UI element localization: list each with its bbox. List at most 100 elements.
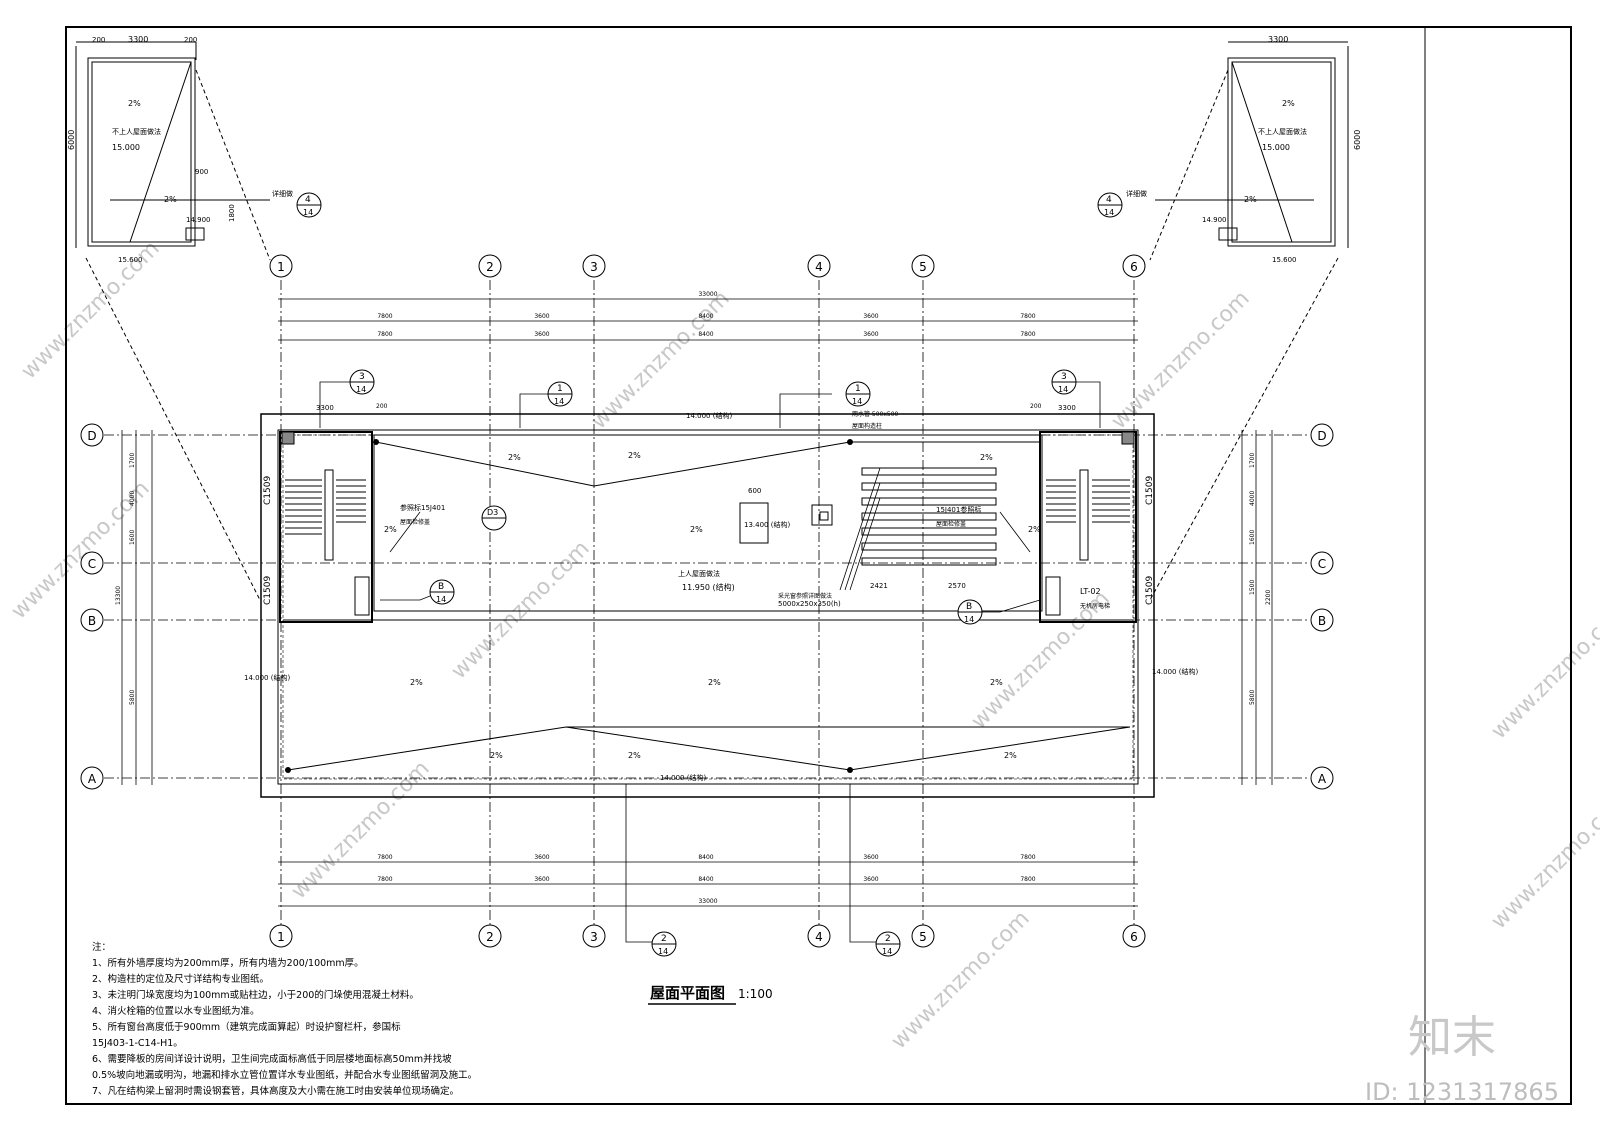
small-dim: 2570	[948, 582, 966, 590]
svg-text:1: 1	[277, 260, 285, 274]
svg-text:33000: 33000	[698, 291, 717, 298]
level-label: 14.900	[186, 216, 211, 224]
svg-text:3: 3	[359, 372, 365, 382]
svg-text:B: B	[438, 582, 444, 592]
callout-detail-2-b: 2 14	[875, 931, 901, 957]
column-axis-bubbles	[269, 254, 1146, 948]
note-line: 5、所有窗台高度低于900mm（建筑完成面算起）时设护窗栏杆，参国标	[92, 1021, 401, 1033]
svg-text:14: 14	[554, 397, 564, 406]
svg-text:2%: 2%	[628, 751, 641, 760]
svg-text:7800: 7800	[1020, 854, 1035, 861]
roof-edge-level-top: 14.000 (结构)	[686, 411, 732, 420]
svg-text:A: A	[1318, 772, 1327, 786]
svg-text:7800: 7800	[1020, 331, 1035, 338]
top-dimension-lines	[278, 298, 1138, 341]
svg-text:4: 4	[1106, 195, 1112, 205]
callout-label: 详细做	[1126, 189, 1147, 198]
level-label: 15.000	[1262, 143, 1290, 152]
svg-text:14: 14	[1058, 385, 1068, 394]
general-notes: 注： 1、所有外墙厚度均为200mm厚，所有内墙为200/100mm厚。 2、构…	[92, 941, 477, 1097]
small-dim: 3300	[128, 35, 148, 44]
svg-text:3600: 3600	[863, 876, 878, 883]
small-dim: 200	[92, 36, 105, 44]
window-label-right: C1509	[1145, 576, 1155, 605]
small-dim: 6000	[1353, 130, 1362, 150]
bottom-dimension-lines	[278, 861, 1138, 907]
svg-text:5: 5	[919, 930, 927, 944]
slope-label: 2%	[1282, 99, 1295, 108]
svg-text:D3: D3	[487, 508, 498, 517]
svg-text:2%: 2%	[708, 678, 721, 687]
window-label-right: C1509	[1145, 476, 1155, 505]
watermark-text: www.znzmo.com	[887, 906, 1035, 1054]
callout-detail-1-a: 1 14	[547, 381, 573, 407]
svg-text:14: 14	[852, 397, 862, 406]
svg-text:1: 1	[855, 384, 861, 394]
roof-hatch	[739, 502, 833, 544]
column-axis-labels: 11 22 33 44 55 66	[277, 260, 1138, 944]
svg-text:2200: 2200	[1265, 590, 1272, 605]
side-dimension-lines	[121, 430, 1273, 785]
axis-bubble-2	[478, 254, 502, 948]
small-dim: 200	[1030, 403, 1042, 410]
svg-text:C: C	[1318, 557, 1326, 571]
svg-text:14: 14	[303, 208, 313, 217]
grid-lines	[104, 280, 1310, 930]
callout-detail-3-b: 3 14	[1051, 369, 1077, 395]
svg-text:1700: 1700	[129, 453, 136, 468]
watermark-text: www.znzmo.com	[1107, 286, 1255, 434]
callout-label: 详细做	[272, 189, 293, 198]
svg-text:4000: 4000	[129, 491, 136, 506]
roof-type-label: 不上人屋面做法	[1258, 127, 1307, 136]
svg-text:2%: 2%	[1028, 525, 1041, 534]
svg-text:2: 2	[486, 260, 494, 274]
skylight-strips	[861, 467, 997, 566]
roof-outline	[260, 413, 1155, 798]
note-line: 6、需要降板的房间详设计说明，卫生间完成面标高低于同层楼地面标高50mm并找坡	[92, 1053, 452, 1065]
note-line: 4、消火栓箱的位置以水专业图纸为准。	[92, 1005, 260, 1017]
sheet-frame	[65, 26, 1572, 1105]
svg-text:2%: 2%	[410, 678, 423, 687]
svg-text:3600: 3600	[863, 313, 878, 320]
note-line: 2、构造柱的定位及尺寸详结构专业图纸。	[92, 973, 269, 985]
svg-text:3: 3	[590, 260, 598, 274]
svg-text:D: D	[1317, 429, 1326, 443]
roof-type-label: 不上人屋面做法	[112, 127, 161, 136]
axis-bubble-3	[582, 254, 606, 948]
level-label: 15.600	[1272, 256, 1297, 264]
small-dim: 2421	[870, 582, 888, 590]
svg-text:8400: 8400	[698, 331, 713, 338]
skylight-note: 采光窗参照详图做法	[778, 592, 832, 600]
ref-15j401-a: 参照标15J401	[400, 503, 445, 512]
ref-15j401-b: 15J401参照标	[936, 505, 981, 514]
svg-text:1500: 1500	[1249, 580, 1256, 595]
bottom-dimension-text: 7800 3600 8400 3600 7800 7800 3600 8400 …	[377, 854, 1035, 905]
callout-detail-d3: D3	[481, 505, 507, 531]
machine-room-level: 13.400 (结构)	[744, 520, 790, 529]
skylight-dims: 5000x250x350(h)	[778, 600, 841, 608]
svg-text:33000: 33000	[698, 898, 717, 905]
svg-text:2%: 2%	[990, 678, 1003, 687]
notes-heading: 注：	[92, 941, 111, 953]
cover-ref-b: 屋面检修盖	[936, 520, 966, 528]
svg-text:A: A	[88, 772, 97, 786]
small-dim: 3300	[1268, 35, 1288, 44]
id-watermark: ID: 1231317865	[1365, 1078, 1559, 1106]
cover-ref-a: 屋面检修盖	[400, 518, 430, 526]
plinth-note: 屋面构造柱	[852, 422, 882, 430]
svg-text:14: 14	[658, 947, 668, 956]
roof-edge-level-right: 14.000 (结构)	[1152, 667, 1198, 676]
svg-text:2%: 2%	[384, 525, 397, 534]
svg-text:5: 5	[919, 260, 927, 274]
svg-text:B: B	[966, 602, 972, 612]
svg-text:2%: 2%	[690, 525, 703, 534]
svg-text:3600: 3600	[863, 331, 878, 338]
axis-bubble-6	[1122, 254, 1146, 948]
slope-labels: 2% 2% 2% 2% 2% 2% 2% 2% 2% 2% 2% 2%	[384, 451, 1041, 760]
svg-text:2: 2	[885, 934, 891, 944]
small-dim: 600	[748, 487, 761, 495]
callout-detail-2-a: 2 14	[651, 931, 677, 957]
level-label: 14.900	[1202, 216, 1227, 224]
